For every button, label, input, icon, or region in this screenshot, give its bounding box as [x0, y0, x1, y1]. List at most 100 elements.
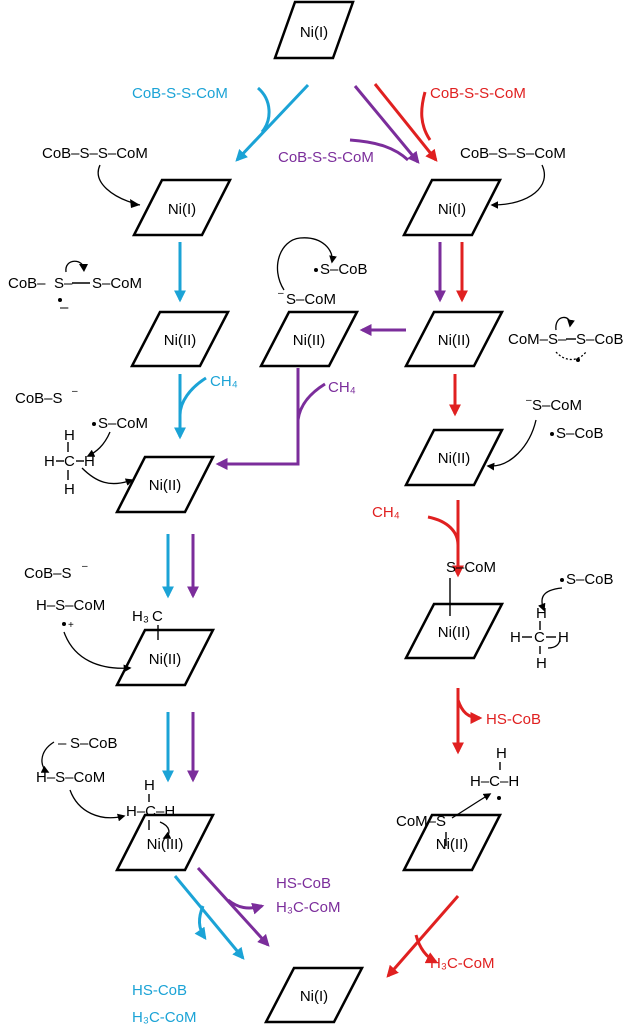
ni-blue-3-label: Ni(II) — [149, 477, 182, 494]
red-release-curl-2 — [414, 934, 439, 964]
purple-arrow-4 — [215, 368, 300, 470]
purple-methane-label: CH₄ — [328, 379, 356, 396]
cob-s-bottom-charge: – — [82, 561, 88, 572]
ni-blue-3: Ni(II) — [114, 455, 216, 514]
purple-pathway-arrows — [187, 85, 446, 947]
s-com-label: S–CoM — [92, 275, 142, 292]
purple-arrow-1 — [353, 85, 420, 164]
blue-hs-cob: HS-CoB — [132, 982, 187, 999]
ni-blue-5-label: Ni(III) — [147, 836, 184, 853]
ni-bottom: Ni(I) — [263, 966, 365, 1024]
blue-methane-curl — [178, 376, 207, 416]
h-s-com-label: H–S–CoM — [36, 597, 105, 614]
s-cob-label: S–CoB — [70, 735, 118, 752]
binding-electron-curl — [97, 164, 141, 206]
purple-hs-cob: HS-CoB — [276, 875, 331, 892]
hds-bound-blue-label: CoB–S–S–CoM — [42, 145, 148, 162]
ni-blue-4-label: Ni(II) — [149, 651, 182, 668]
methyl-radical-h-top: H — [496, 745, 507, 762]
cob-thiolate: CoB–S – — [15, 386, 78, 407]
methane-h-left: H — [44, 453, 55, 470]
red-methane-h-left: H — [510, 629, 521, 646]
red-com-dash-label: CoM– — [508, 331, 549, 348]
methane-carbon: C — [64, 453, 75, 470]
cob-dash-label: CoB– — [8, 275, 46, 292]
red-release-curl-1 — [456, 699, 483, 724]
red-hs-cob: HS-CoB — [486, 711, 541, 728]
blue-release-curl — [194, 905, 207, 940]
blue-arrow-6 — [173, 875, 245, 960]
red-methane-label: CH₄ — [372, 504, 400, 521]
methyl-radical: H H–C–H — [470, 745, 519, 800]
methane-coordinated: H H–C–H — [126, 777, 175, 839]
red-methane-activation: S–CoB H H C H H — [510, 571, 614, 672]
ni-red-1-label: Ni(I) — [438, 201, 466, 218]
methane-coord-h-top: H — [144, 777, 155, 794]
hds-bound-red-label: CoB–S–S–CoM — [460, 145, 566, 162]
minus-thiolate: – — [58, 735, 67, 752]
red-methane-carbon: C — [534, 629, 545, 646]
red-methane-curl — [427, 515, 460, 546]
red-methane-h-bottom: H — [536, 655, 547, 672]
purple-com-thiolate-label: S–CoM — [286, 291, 336, 308]
ni-red-3: Ni(II) — [403, 428, 505, 487]
red-split-products: – S–CoM S–CoB — [486, 395, 604, 471]
cob-s-bottom-label: CoB–S — [24, 565, 72, 582]
ni-blue-4: Ni(II) — [114, 628, 216, 687]
hds-bound-blue: CoB–S–S–CoM — [42, 145, 148, 208]
red-arrow-6 — [386, 895, 460, 978]
ni-blue-1-label: Ni(I) — [168, 201, 196, 218]
purple-methane-curl — [296, 382, 326, 421]
purple-uptake-curl — [349, 138, 410, 162]
ni-top: Ni(I) — [273, 0, 355, 60]
red-bound-s-com: S–CoM — [446, 559, 496, 576]
methyl-radical-h-c-h: H–C–H — [470, 773, 519, 790]
blue-methane-label: CH₄ — [210, 373, 238, 390]
purple-thiolate-charge: – — [278, 288, 284, 299]
thiol-radical-cation: CoB–S – H–S–CoM + — [24, 561, 132, 673]
ni-purple-2: Ni(II) — [258, 310, 360, 368]
purple-radicals: S–CoB – S–CoM — [276, 237, 368, 308]
ni-purple-2-label: Ni(II) — [293, 332, 326, 349]
methyl-carbon: C — [152, 608, 163, 625]
cob-thiolate-label: CoB–S — [15, 390, 63, 407]
methane-h-right: H — [84, 453, 95, 470]
blue-h3c-com: H₃C-CoM — [132, 1009, 196, 1026]
radical-anion-sign: – — [60, 299, 69, 316]
ni-red-5: Ni(II) — [401, 813, 503, 872]
blue-uptake-curl — [256, 86, 271, 133]
red-pathway-arrows — [373, 83, 483, 978]
red-cob-radical-label: S–CoB — [556, 425, 604, 442]
red-s-dash-label: S– — [548, 331, 567, 348]
red-thiolate-charge: – — [526, 395, 532, 406]
protonated-thiol: – S–CoB H–S–CoM — [36, 735, 126, 822]
methyl-nickel: H₃ C — [132, 608, 163, 640]
red-com-s-label: CoM–S — [396, 813, 446, 830]
red-com-thiolate-label: S–CoM — [532, 397, 582, 414]
ni-red-2: Ni(II) — [403, 310, 505, 368]
purple-h3c-com: H₃C-CoM — [276, 899, 340, 916]
ni-blue-1: Ni(I) — [131, 178, 233, 237]
ni-red-1: Ni(I) — [401, 178, 503, 237]
red-methane-h-right: H — [558, 629, 569, 646]
ni-red-4: Ni(II) — [403, 602, 505, 660]
methyl-h3: H₃ — [132, 608, 149, 625]
ni-blue-2: Ni(II) — [129, 310, 231, 368]
hds-bound-red: CoB–S–S–CoM — [460, 145, 566, 209]
methane-h-bottom: H — [64, 481, 75, 498]
methane-activation-blue: S–CoM H H C H H — [44, 415, 148, 498]
ni-blue-2-label: Ni(II) — [164, 332, 197, 349]
com-radical-label: S–CoM — [98, 415, 148, 432]
red-com-bound: CoM–S — [396, 793, 492, 846]
ni-red-4-label: Ni(II) — [438, 624, 471, 641]
blue-arrow-1 — [235, 83, 310, 162]
red-radical-anion: CoM– S– S–CoB — [508, 316, 624, 362]
purple-substrate-label: CoB-S-S-CoM — [278, 149, 374, 166]
red-methane-h-top: H — [536, 605, 547, 622]
red-h3c-com: H₃C-CoM — [430, 955, 494, 972]
cob-thiolate-charge: – — [72, 386, 78, 397]
red-substrate-label: CoB-S-S-CoM — [430, 85, 526, 102]
purple-release-curl — [227, 898, 265, 915]
red-s-cob-label: S–CoB — [576, 331, 624, 348]
